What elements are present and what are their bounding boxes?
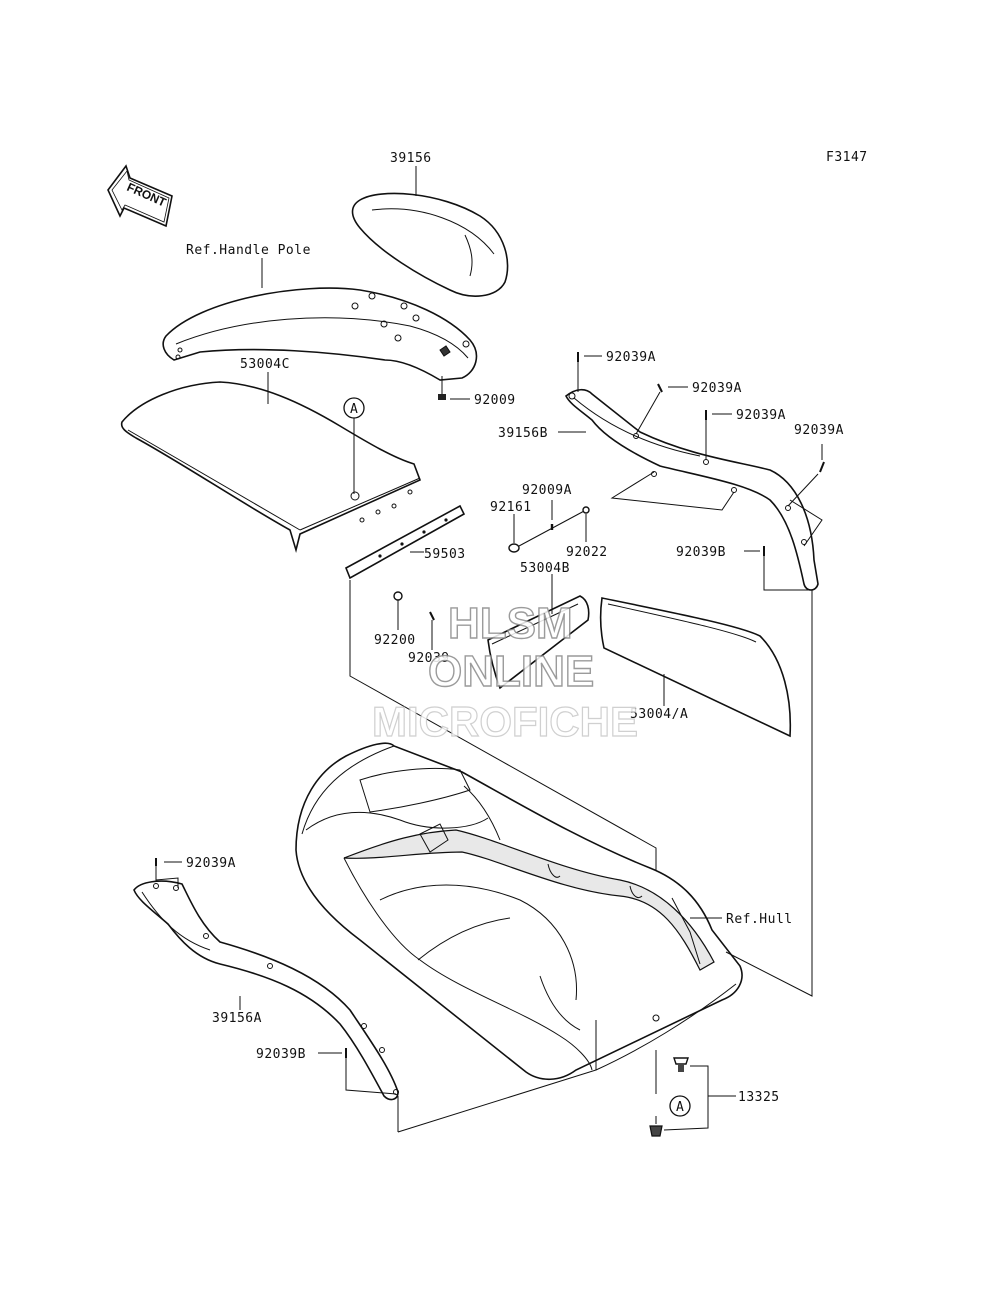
part-59503-strip bbox=[344, 504, 466, 580]
part-39156a-side-cover bbox=[133, 880, 399, 1101]
pin-92039a-4 bbox=[787, 444, 825, 507]
label-53004c: 53004C bbox=[240, 357, 290, 372]
label-92039a-1: 92039A bbox=[606, 350, 656, 365]
leader-bracket-right bbox=[610, 471, 735, 511]
figure-code: F3147 bbox=[826, 150, 868, 165]
leader-bracket-right-2 bbox=[789, 499, 823, 547]
label-92039b-right: 92039B bbox=[676, 545, 726, 560]
callout-a-top: A bbox=[343, 397, 365, 494]
label-92039: 92039 bbox=[408, 651, 450, 666]
label-39156: 39156 bbox=[390, 151, 432, 166]
leader-right-to-hull bbox=[725, 590, 813, 997]
label-92161: 92161 bbox=[490, 500, 532, 515]
label-92039a-2: 92039A bbox=[692, 381, 742, 396]
label-53004b: 53004B bbox=[520, 561, 570, 576]
label-92039a-3: 92039A bbox=[736, 408, 786, 423]
nut-92022 bbox=[582, 506, 590, 542]
pin-92039a-1 bbox=[577, 352, 602, 392]
callout-a-bottom: A bbox=[655, 1050, 691, 1124]
label-92039a-4: 92039A bbox=[794, 423, 844, 438]
handle-pole-cover bbox=[162, 287, 478, 381]
label-92039a-left: 92039A bbox=[186, 856, 236, 871]
label-39156a: 39156A bbox=[212, 1011, 262, 1026]
label-ref-hull: Ref.Hull bbox=[726, 912, 793, 927]
label-59503: 59503 bbox=[424, 547, 466, 562]
watermark-line2: ONLINE bbox=[428, 647, 594, 696]
washer-92200 bbox=[393, 591, 403, 630]
pin-92039b-right bbox=[744, 546, 810, 591]
washer-92161 bbox=[508, 509, 587, 553]
leader-left-to-hull bbox=[397, 1020, 597, 1133]
plug-13325-bottom bbox=[649, 1125, 663, 1137]
label-92039b-left: 92039B bbox=[256, 1047, 306, 1062]
part-39156-seat-pad bbox=[351, 192, 509, 297]
front-arrow-icon: FRONT bbox=[107, 164, 173, 228]
pin-92039a-left bbox=[155, 858, 182, 888]
leader-13325-bracket bbox=[663, 1065, 709, 1131]
pin-92039b-left bbox=[318, 1048, 397, 1095]
label-92009a: 92009A bbox=[522, 483, 572, 498]
label-13325: 13325 bbox=[738, 1090, 780, 1105]
label-92009: 92009 bbox=[474, 393, 516, 408]
pin-92039 bbox=[429, 611, 435, 650]
label-53004a: 53004/A bbox=[630, 707, 688, 722]
label-39156b: 39156B bbox=[498, 426, 548, 441]
bolt-92009 bbox=[438, 376, 446, 400]
watermark-line3: MICROFICHE bbox=[372, 698, 638, 745]
pin-92039a-2 bbox=[635, 383, 688, 435]
part-53004c-mat bbox=[120, 381, 422, 554]
part-53004b-pad bbox=[487, 595, 590, 690]
hull bbox=[295, 742, 743, 1081]
svg-text:A: A bbox=[350, 402, 358, 417]
part-53004a-pad bbox=[599, 597, 792, 738]
watermark-line1: HLSM bbox=[448, 599, 573, 648]
plug-13325-top bbox=[673, 1057, 689, 1072]
label-ref-handle-pole: Ref.Handle Pole bbox=[186, 243, 311, 258]
label-92022: 92022 bbox=[566, 545, 608, 560]
svg-text:A: A bbox=[676, 1100, 684, 1115]
pin-92039a-3 bbox=[705, 410, 732, 460]
label-92200: 92200 bbox=[374, 633, 416, 648]
watermark: HLSM ONLINE MICROFICHE bbox=[371, 598, 638, 745]
